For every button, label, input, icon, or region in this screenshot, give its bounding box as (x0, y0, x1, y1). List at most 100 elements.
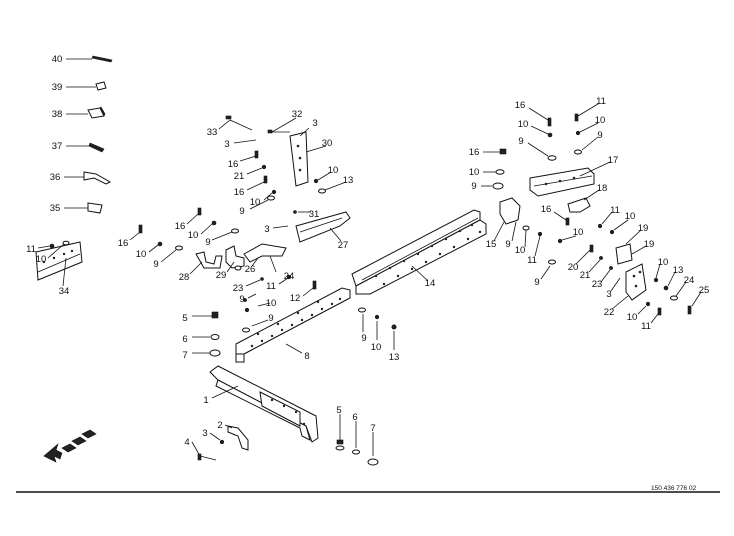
hardware-left-group (129, 207, 239, 263)
part-17-bracket (529, 161, 611, 197)
callout-25: 25 (699, 285, 710, 296)
part-14-main-rail (351, 209, 487, 295)
part-37-strip (66, 142, 105, 153)
callout-10: 10 (627, 312, 638, 323)
callout-9: 9 (534, 277, 539, 288)
part-40-pin (66, 55, 113, 63)
callout-16: 16 (541, 204, 552, 215)
callout-2: 2 (217, 420, 222, 431)
callout-1: 1 (203, 395, 208, 406)
callout-27: 27 (338, 240, 349, 251)
callout-14: 14 (425, 278, 436, 289)
callout-11: 11 (596, 96, 606, 107)
callout-31: 31 (309, 209, 320, 220)
part-19-plate (615, 230, 647, 265)
part-29-bracket (225, 245, 245, 273)
hardware-9-10-13 (358, 307, 397, 350)
part-15-block (493, 197, 543, 257)
callout-10: 10 (250, 197, 261, 208)
callout-37: 37 (52, 141, 63, 152)
callout-10: 10 (518, 119, 529, 130)
callout-15: 15 (486, 239, 497, 250)
callout-40: 40 (52, 54, 63, 65)
callout-11: 11 (26, 244, 36, 255)
callout-9: 9 (471, 181, 476, 192)
part-30-bracket (233, 127, 327, 187)
callout-23: 23 (233, 283, 244, 294)
callout-11: 11 (641, 321, 651, 332)
callout-16: 16 (228, 159, 239, 170)
part-33-bolt (218, 115, 253, 131)
callout-18: 18 (597, 183, 608, 194)
callout-24: 24 (684, 275, 695, 286)
callout-16: 16 (118, 238, 129, 249)
callout-9: 9 (361, 333, 366, 344)
callout-29: 29 (216, 270, 227, 281)
part-3-4-hardware-lower (191, 432, 225, 461)
callout-34: 34 (59, 286, 70, 297)
hardware-mid-left (242, 274, 317, 333)
callout-10: 10 (469, 167, 480, 178)
callout-36: 36 (50, 172, 61, 183)
part-18-clamp (567, 189, 600, 213)
callout-22: 22 (604, 307, 615, 318)
callout-10: 10 (515, 245, 526, 256)
hardware-5-6-7-left (192, 311, 221, 357)
callout-20: 20 (568, 262, 579, 273)
callout-28: 28 (179, 272, 190, 283)
callout-16: 16 (234, 187, 245, 198)
callout-13: 13 (343, 175, 354, 186)
part-2-bracket (224, 424, 249, 451)
hardware-5-6-7-lower (335, 414, 379, 466)
callout-9: 9 (205, 237, 210, 248)
part-39-clip (66, 81, 107, 91)
callout-33: 33 (207, 127, 218, 138)
callout-12: 12 (290, 293, 301, 304)
callout-10: 10 (136, 249, 147, 260)
callout-21: 21 (580, 270, 591, 281)
callout-6: 6 (182, 334, 187, 345)
callout-10: 10 (188, 230, 199, 241)
callout-35: 35 (50, 203, 61, 214)
part-32-bolt (267, 117, 297, 134)
callout-3: 3 (264, 224, 269, 235)
callout-10: 10 (595, 115, 606, 126)
callout-9: 9 (268, 313, 273, 324)
callout-9: 9 (239, 206, 244, 217)
callout-8: 8 (304, 351, 309, 362)
callout-10: 10 (371, 342, 382, 353)
callout-26: 26 (245, 264, 256, 275)
callout-24: 24 (284, 271, 295, 282)
part-28-bracket (189, 251, 223, 275)
callout-9: 9 (505, 239, 510, 250)
callout-38: 38 (52, 109, 63, 120)
part-22-bracket (611, 263, 647, 310)
callout-10: 10 (36, 254, 47, 265)
callout-4: 4 (184, 437, 189, 448)
callout-9: 9 (518, 136, 523, 147)
callout-19: 19 (638, 223, 649, 234)
part-1-cross-member (209, 365, 319, 443)
callout-9: 9 (153, 259, 158, 270)
direction-arrow-icon (43, 429, 97, 463)
hardware-right-lower (540, 211, 629, 292)
part-38-block (66, 106, 106, 119)
callout-30: 30 (322, 138, 333, 149)
part-35-plate (64, 202, 103, 214)
part-34-rail (35, 240, 83, 287)
callout-3: 3 (224, 139, 229, 150)
part-31-pin (293, 210, 311, 214)
callout-16: 16 (515, 100, 526, 111)
callout-13: 13 (389, 352, 400, 363)
callout-39: 39 (52, 82, 63, 93)
part-36-bracket (64, 171, 112, 185)
drawing-number: 150 436 776 02 (651, 485, 697, 492)
callout-10: 10 (625, 211, 636, 222)
callout-9: 9 (239, 294, 244, 305)
callout-10: 10 (573, 227, 584, 238)
callout-17: 17 (608, 155, 619, 166)
hardware-right-upper (481, 103, 599, 190)
callout-3: 3 (312, 118, 317, 129)
callout-11: 11 (266, 281, 276, 292)
